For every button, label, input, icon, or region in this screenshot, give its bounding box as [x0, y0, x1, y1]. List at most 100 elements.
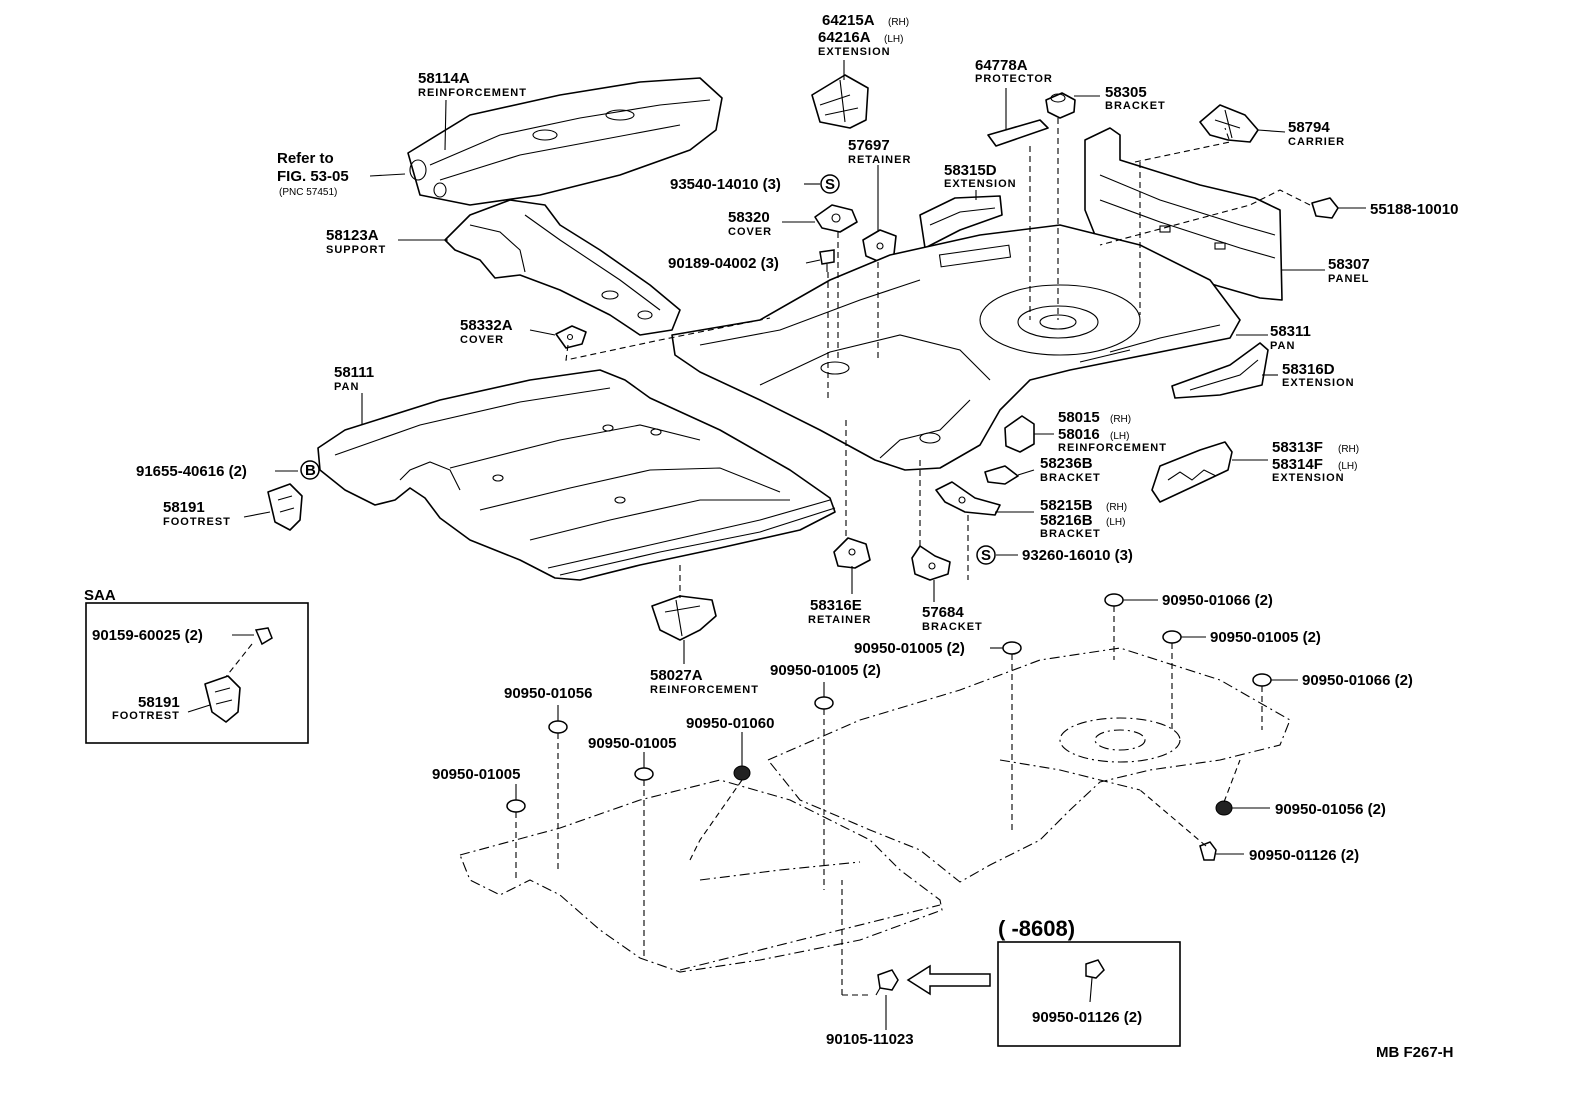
- label-58191-number: 58191: [163, 499, 205, 516]
- label-58215b-rh: (RH): [1106, 502, 1127, 513]
- label-58320-name: COVER: [728, 226, 772, 238]
- saa-58191-number: 58191: [138, 694, 180, 711]
- refer-line-2: FIG. 53-05: [277, 168, 349, 185]
- label-64215a-rh: (RH): [888, 17, 909, 28]
- label-58332a-name: COVER: [460, 334, 504, 346]
- label-64778a-name: PROTECTOR: [975, 73, 1053, 85]
- label-plug-l: 90105-11023: [826, 1031, 914, 1048]
- label-58216b-number: 58216B: [1040, 512, 1093, 529]
- label-58123a-number: 58123A: [326, 227, 379, 244]
- label-58313f-number: 58313F: [1272, 439, 1323, 456]
- label-58027a-number: 58027A: [650, 667, 703, 684]
- label-plug-k: 90950-01126 (2): [1249, 847, 1359, 864]
- bracket-57684-shape: [911, 545, 951, 581]
- extension-64215a-shape: [811, 74, 869, 129]
- leader-lines: [243, 60, 1366, 1030]
- extension-58316d-shape: [1171, 342, 1269, 399]
- label-57684-number: 57684: [922, 604, 964, 621]
- saa-inset: [85, 602, 309, 744]
- label-58313f-name: EXTENSION: [1272, 472, 1345, 484]
- label-93260-number: 93260-16010 (3): [1022, 547, 1133, 564]
- label-58315d-name: EXTENSION: [944, 178, 1017, 190]
- label-58114a-name: REINFORCEMENT: [418, 87, 527, 99]
- label-58191-name: FOOTREST: [163, 516, 231, 528]
- label-58236b-number: 58236B: [1040, 455, 1093, 472]
- label-plug-j: 90950-01056 (2): [1275, 801, 1386, 818]
- label-93260-symbol: S: [981, 547, 991, 564]
- label-58314f-lh: (LH): [1338, 461, 1357, 472]
- reinforcement-58015-shape: [1004, 415, 1035, 453]
- reinforcement-58027a-shape: [651, 595, 717, 641]
- label-64216a-number: 64216A: [818, 29, 871, 46]
- label-58016-number: 58016: [1058, 426, 1100, 443]
- label-91655-number: 91655-40616 (2): [136, 463, 247, 480]
- bracket-58215b-shape: [935, 481, 1001, 516]
- label-58015-number: 58015: [1058, 409, 1100, 426]
- label-58236b-name: BRACKET: [1040, 472, 1101, 484]
- label-58311-number: 58311: [1270, 323, 1311, 340]
- label-58311-name: PAN: [1270, 340, 1295, 352]
- support-58123a-shape: [444, 199, 681, 336]
- refer-line-3: (PNC 57451): [279, 187, 337, 198]
- diagram-code: MB F267-H: [1376, 1044, 1454, 1061]
- label-58314f-number: 58314F: [1272, 456, 1323, 473]
- reinforcement-58114a-shape: [407, 77, 723, 206]
- refer-line-1: Refer to: [277, 150, 334, 167]
- label-58307-name: PANEL: [1328, 273, 1369, 285]
- lower-floor-outline: [459, 647, 1291, 973]
- label-64215a-name: EXTENSION: [818, 46, 891, 58]
- label-58016-lh: (LH): [1110, 431, 1129, 442]
- label-58215b-number: 58215B: [1040, 497, 1093, 514]
- label-58316e-number: 58316E: [810, 597, 862, 614]
- label-58313f-rh: (RH): [1338, 444, 1359, 455]
- saa-58191-name: FOOTREST: [112, 710, 180, 722]
- label-58123a-name: SUPPORT: [326, 244, 386, 256]
- label-plug-a: 90950-01066 (2): [1162, 592, 1273, 609]
- label-58794-name: CARRIER: [1288, 136, 1345, 148]
- label-57697-number: 57697: [848, 137, 890, 154]
- label-93540-number: 93540-14010 (3): [670, 176, 781, 193]
- label-plug-f: 90950-01056: [504, 685, 592, 702]
- label-58111-number: 58111: [334, 364, 374, 381]
- label-64215a-number: 64215A: [822, 12, 875, 29]
- label-58332a-number: 58332A: [460, 317, 513, 334]
- label-90189-number: 90189-04002 (3): [668, 255, 779, 272]
- plug-shapes: [506, 593, 1272, 996]
- saa-bolt-number: 90159-60025 (2): [92, 627, 203, 644]
- label-57697-name: RETAINER: [848, 154, 911, 166]
- clip-55188-shape: [1311, 197, 1339, 219]
- label-58316d-name: EXTENSION: [1282, 377, 1355, 389]
- inset-8608-title: ( -8608): [998, 916, 1075, 941]
- bracket-58305-shape: [1045, 92, 1076, 119]
- cover-58332a-shape: [555, 325, 587, 349]
- label-58305-name: BRACKET: [1105, 100, 1166, 112]
- extension-58313f-shape: [1151, 441, 1233, 503]
- pan-58311-shape: [671, 224, 1241, 471]
- pan-58111-shape: [317, 369, 836, 581]
- saa-title: SAA: [84, 587, 116, 604]
- label-58316d-number: 58316D: [1282, 361, 1335, 378]
- label-58315d-number: 58315D: [944, 162, 997, 179]
- label-58015-name: REINFORCEMENT: [1058, 442, 1167, 454]
- carrier-58794-shape: [1199, 104, 1259, 143]
- retainer-58316e-shape: [833, 537, 871, 569]
- label-91655-symbol: B: [305, 462, 316, 479]
- label-55188-number: 55188-10010: [1370, 201, 1458, 218]
- label-plug-i: 90950-01005: [432, 766, 520, 783]
- label-58794-number: 58794: [1288, 119, 1330, 136]
- label-58307-number: 58307: [1328, 256, 1370, 273]
- label-plug-h: 90950-01005: [588, 735, 676, 752]
- label-58111-name: PAN: [334, 381, 359, 393]
- label-58320-number: 58320: [728, 209, 770, 226]
- protector-64778a-shape: [987, 119, 1049, 147]
- label-58114a-number: 58114A: [418, 70, 470, 87]
- label-93540-symbol: S: [825, 176, 835, 193]
- label-58316e-name: RETAINER: [808, 614, 871, 626]
- footrest-58191-shape: [267, 483, 303, 531]
- label-plug-c: 90950-01005 (2): [854, 640, 965, 657]
- label-58305-number: 58305: [1105, 84, 1147, 101]
- label-plug-g: 90950-01060: [686, 715, 774, 732]
- bracket-58236b-shape: [984, 465, 1019, 485]
- cover-58320-shape: [814, 204, 858, 272]
